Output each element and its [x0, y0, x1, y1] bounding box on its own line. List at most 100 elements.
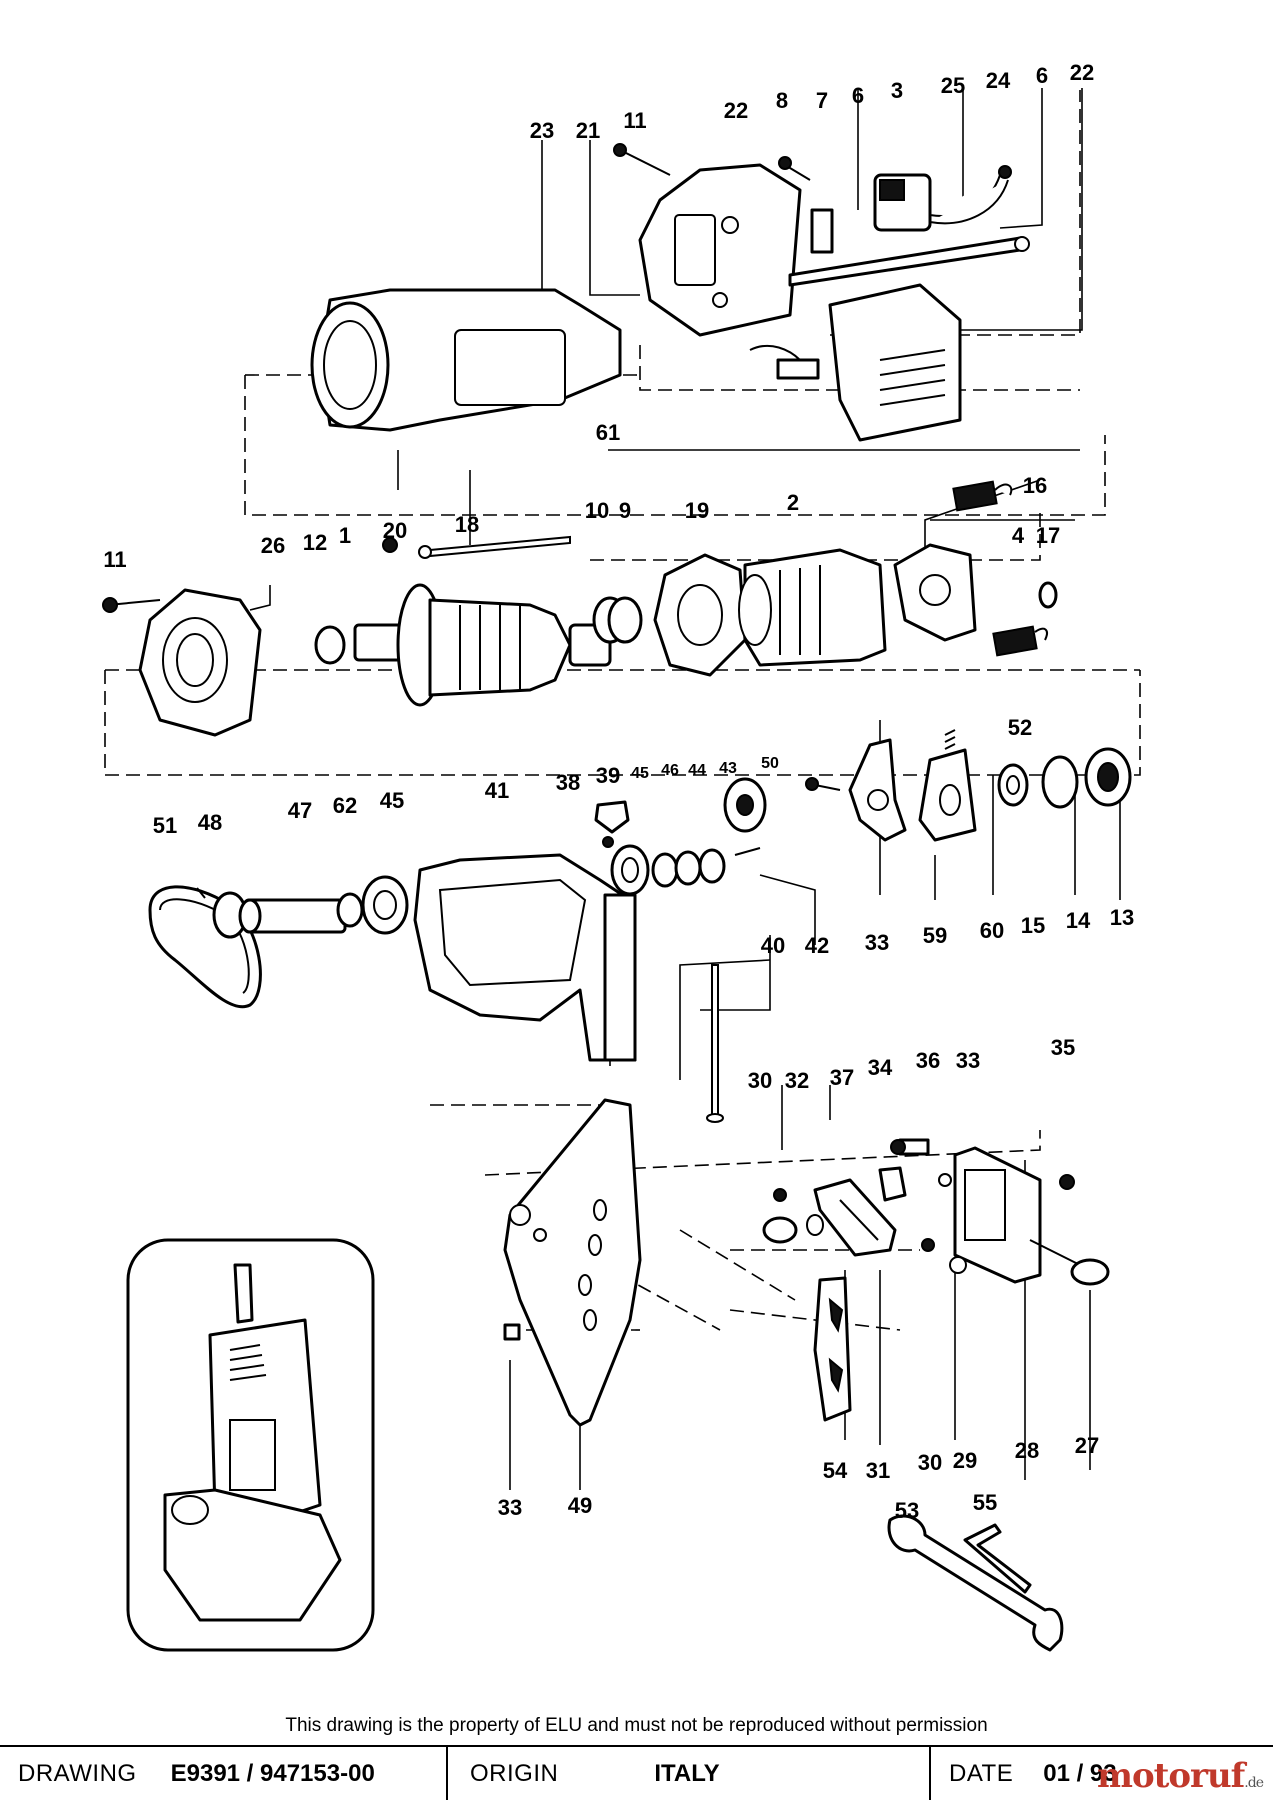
part-number-labels: 23 21 11 22 8 7 6 3 25 24 6 22 61 16 18 … [103, 60, 1134, 1523]
nut-part-33 [938, 1173, 952, 1187]
washer-part-44 [674, 850, 702, 886]
screw-part-40 [706, 964, 724, 1123]
label-part-26: 26 [261, 533, 285, 558]
watermark-tld: .de [1244, 1775, 1264, 1791]
label-part-45b: 45 [380, 788, 404, 813]
flange-part-26 [138, 588, 262, 737]
screw-part-8 [778, 156, 811, 181]
label-part-43: 43 [719, 760, 737, 777]
label-part-38: 38 [556, 770, 580, 795]
knob-part-27 [1029, 1239, 1110, 1286]
fence-guide-part-28 [953, 1146, 1042, 1284]
armature-part-1 [353, 583, 612, 707]
label-part-10: 10 [585, 498, 609, 523]
label-part-12: 12 [303, 530, 327, 555]
washer-part-46 [651, 852, 679, 888]
label-part-55: 55 [973, 1490, 997, 1515]
label-part-33a: 33 [865, 930, 889, 955]
label-part-29: 29 [953, 1448, 977, 1473]
spanner-part-53 [887, 1514, 1064, 1652]
label-part-60: 60 [980, 918, 1004, 943]
carbon-brush-part-4 [992, 625, 1048, 657]
origin-cell: ORIGIN ITALY [448, 1747, 931, 1800]
label-part-28: 28 [1015, 1438, 1039, 1463]
hex-key-part-55 [963, 1523, 1032, 1594]
label-part-21: 21 [576, 118, 600, 143]
circlip-part-14 [1041, 755, 1079, 809]
bearing-part-9 [592, 596, 643, 644]
label-part-9: 9 [619, 498, 631, 523]
label-part-6b: 6 [1036, 63, 1048, 88]
label-part-19: 19 [685, 498, 709, 523]
label-part-62: 62 [333, 793, 357, 818]
gear-housing-part-41 [413, 853, 637, 1062]
circlip-part-12 [314, 625, 346, 665]
screw-part-11-left [102, 597, 161, 613]
label-part-59: 59 [923, 923, 947, 948]
clip-part-7 [810, 208, 834, 254]
label-part-16: 16 [1023, 473, 1047, 498]
copyright-notice: This drawing is the property of ELU and … [285, 1715, 988, 1736]
inset-tool-illustration [126, 1238, 375, 1652]
plate-part-59 [848, 738, 907, 842]
origin-value: ITALY [654, 1759, 720, 1787]
base-plate-part-49 [503, 1098, 642, 1427]
label-part-25: 25 [941, 73, 965, 98]
key-part-42 [734, 847, 761, 856]
exploded-parts-diagram: 23 21 11 22 8 7 6 3 25 24 6 22 61 16 18 … [102, 60, 1141, 1652]
label-part-48: 48 [198, 810, 222, 835]
label-part-36: 36 [916, 1048, 940, 1073]
label-part-14: 14 [1066, 908, 1091, 933]
date-value: 01 / 93 [1043, 1759, 1117, 1787]
label-part-35: 35 [1051, 1035, 1075, 1060]
washer-part-43 [698, 848, 726, 884]
fence-bracket-part-37 [813, 1178, 897, 1257]
label-part-20: 20 [383, 518, 407, 543]
label-part-53: 53 [895, 1498, 919, 1523]
label-part-37: 37 [830, 1065, 854, 1090]
drawing-label: DRAWING [18, 1759, 137, 1787]
label-part-11b: 11 [103, 547, 126, 572]
spacer-part-39 [594, 800, 630, 834]
screw-part-33 [805, 777, 841, 791]
label-part-6: 6 [852, 83, 864, 108]
date-label: DATE [949, 1759, 1014, 1787]
title-block: DRAWING E9391 / 947153-00 ORIGIN ITALY D… [0, 1745, 1273, 1800]
label-part-54: 54 [823, 1458, 848, 1483]
long-screw-part-18 [418, 535, 571, 559]
label-part-61: 61 [596, 420, 620, 445]
label-part-49: 49 [568, 1493, 592, 1518]
screw-part-11 [613, 143, 671, 176]
label-part-30a: 30 [748, 1068, 772, 1093]
bevel-gear-part-50 [723, 777, 767, 833]
switch-rod-part-6 [788, 236, 1030, 287]
ring-part-62 [336, 892, 364, 928]
label-part-2: 2 [787, 490, 799, 515]
date-cell: DATE 01 / 93 [931, 1747, 1271, 1800]
switch-part-3 [873, 173, 932, 232]
bearing-part-13 [1084, 747, 1132, 807]
bracket-part-60 [918, 729, 977, 842]
switch-housing-part-22 [638, 163, 802, 337]
label-part-41: 41 [485, 778, 509, 803]
fan-baffle-part-19 [653, 553, 747, 677]
nut-part-35 [1059, 1174, 1075, 1190]
label-part-27: 27 [1075, 1433, 1099, 1458]
label-part-51: 51 [153, 813, 177, 838]
label-part-50: 50 [761, 755, 779, 772]
drawing-cell: DRAWING E9391 / 947153-00 [0, 1747, 448, 1800]
carbon-brush-part-16 [952, 480, 1013, 512]
label-part-4: 4 [1012, 523, 1025, 548]
label-part-39: 39 [596, 763, 620, 788]
label-part-22b: 22 [1070, 60, 1094, 85]
label-part-45a: 45 [631, 765, 649, 782]
label-part-40: 40 [761, 933, 785, 958]
motor-housing-part-23 [310, 288, 622, 432]
label-part-13: 13 [1110, 905, 1134, 930]
brush-cap-part-17 [1038, 581, 1058, 609]
label-part-30b: 30 [918, 1450, 942, 1475]
label-part-23: 23 [530, 118, 554, 143]
screw-part-33-bottom [503, 1323, 521, 1341]
label-part-22: 22 [724, 98, 748, 123]
label-part-24: 24 [986, 68, 1011, 93]
